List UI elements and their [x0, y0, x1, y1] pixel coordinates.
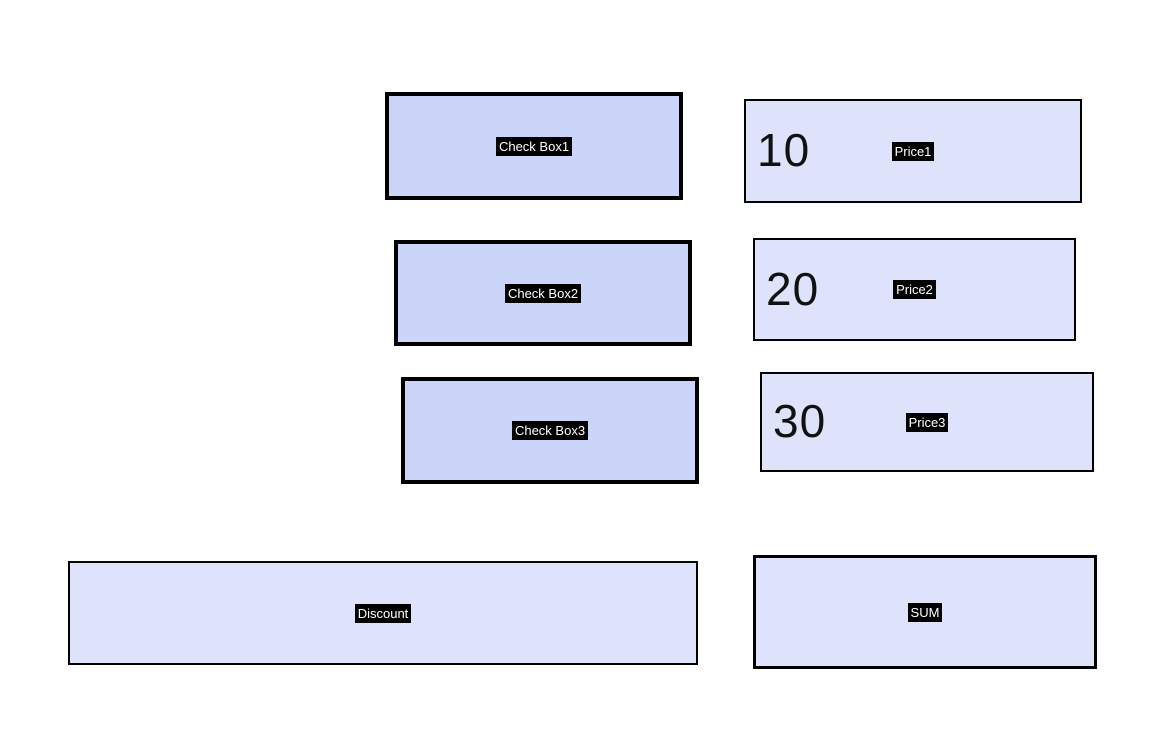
sum-field[interactable]: SUM [753, 555, 1097, 669]
price-1-value: 10 [757, 123, 811, 176]
price-3-value: 30 [773, 394, 827, 447]
checkbox-2[interactable]: Check Box2 [394, 240, 692, 346]
price-1-field[interactable]: 10 Price1 [744, 99, 1082, 203]
price-2-label: Price2 [893, 280, 936, 299]
discount-label: Discount [354, 603, 412, 623]
checkbox-3-label: Check Box3 [511, 421, 589, 440]
price-2-value: 20 [766, 262, 820, 315]
price-2-field[interactable]: 20 Price2 [753, 238, 1076, 341]
price-3-field[interactable]: 30 Price3 [760, 372, 1094, 472]
sum-label: SUM [907, 602, 943, 622]
price-3-label: Price3 [905, 412, 949, 432]
price-1-label: Price1 [891, 141, 935, 161]
checkbox-3[interactable]: Check Box3 [401, 377, 699, 484]
checkbox-2-label: Check Box2 [504, 283, 582, 303]
checkbox-1-label: Check Box1 [495, 136, 573, 156]
checkbox-1[interactable]: Check Box1 [385, 92, 683, 200]
discount-field[interactable]: Discount [68, 561, 698, 665]
